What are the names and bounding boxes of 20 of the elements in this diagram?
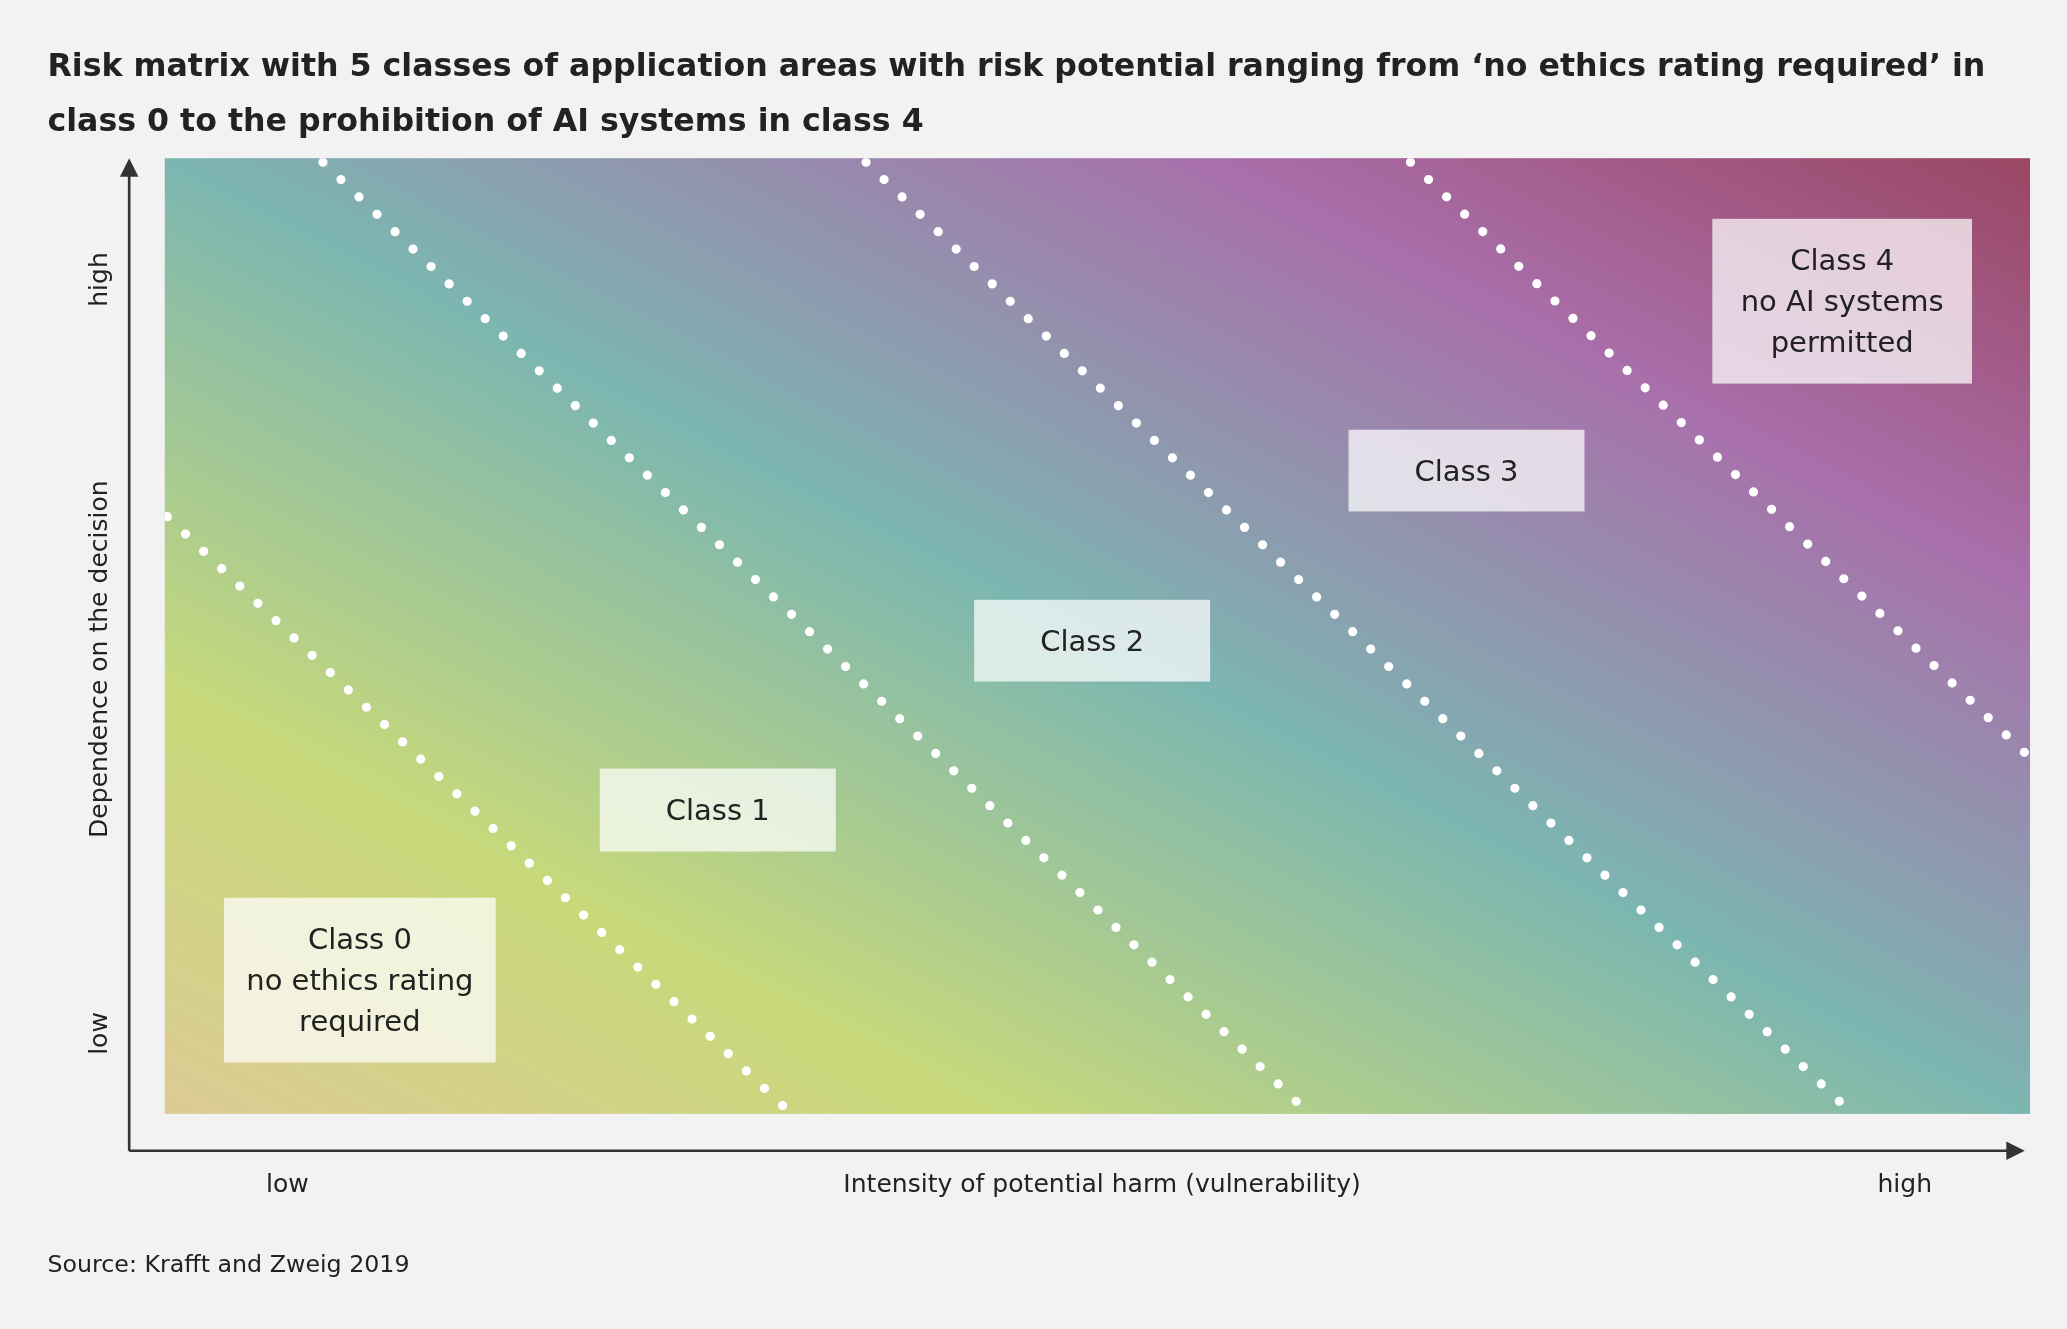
class-box (974, 599, 1211, 682)
class-label: Class 2 (1040, 623, 1145, 660)
class-label: Class 3 (1414, 453, 1519, 490)
class-description: no AI systems permitted (1739, 283, 1945, 361)
axis-tick-label: high (1877, 1167, 1933, 1197)
chart-title: Risk matrix with 5 classes of application areas with risk potential ranging from ‘no ethics rating required’ in class 0 to the prohibition of AI systems in class 4 (47, 46, 1987, 141)
axis-tick-label: low (83, 1012, 113, 1055)
class-box (1712, 218, 1973, 384)
class-label: Class 4 (1790, 242, 1895, 279)
class-label: Class 0 (307, 921, 412, 958)
axis-title: Dependence on the decision (83, 480, 113, 838)
class-box (599, 768, 836, 852)
axis-tick-label: low (266, 1167, 309, 1197)
source-note: Source: Krafft and Zweig 2019 (47, 1249, 410, 1278)
class-description: no ethics rating required (245, 962, 475, 1040)
class-box (1348, 429, 1585, 512)
axis-tick-label: high (83, 252, 113, 307)
class-label: Class 1 (665, 792, 770, 829)
class-box (224, 897, 496, 1063)
axis-title: Intensity of potential harm (vulnerability) (843, 1167, 1361, 1197)
